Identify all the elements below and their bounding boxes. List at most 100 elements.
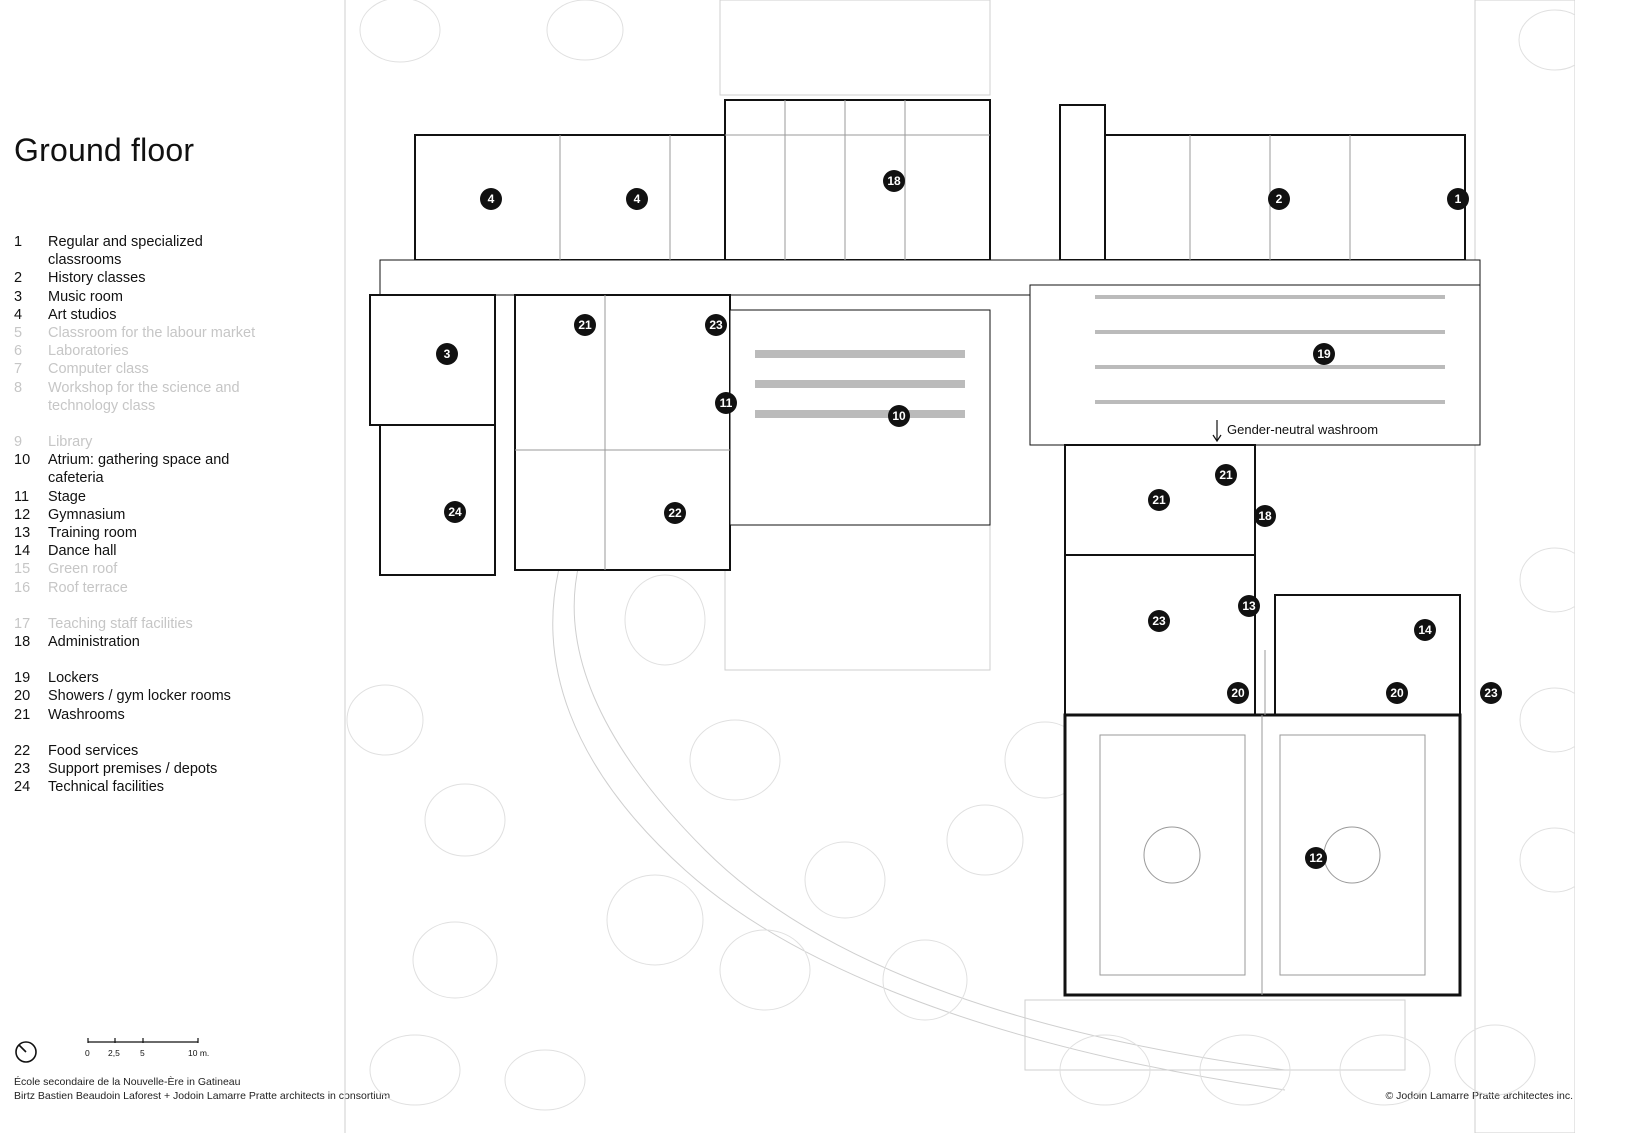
court-circle: [1143, 826, 1201, 884]
legend-item-number: 19: [14, 670, 31, 687]
tree: [346, 684, 424, 756]
room-tag-20: [1227, 682, 1249, 704]
room-tag-label: 23: [709, 318, 723, 332]
legend-item-number: 16: [14, 579, 31, 596]
legend-spacer: [14, 597, 276, 615]
tree: [1454, 1024, 1536, 1096]
legend-item-number: 7: [14, 361, 23, 378]
room-tag-3: [436, 343, 458, 365]
legend-item-number: 20: [14, 688, 31, 705]
legend-item-number: 1: [14, 234, 23, 250]
room-tag-label: 22: [668, 506, 682, 520]
legend-item: 4 Art studios: [14, 306, 276, 324]
tree: [1518, 9, 1575, 71]
room-tag-18: [1254, 505, 1276, 527]
room-tag-22: [664, 502, 686, 524]
legend-item: 7 Computer class: [14, 360, 276, 378]
legend-item: 8 Workshop for the science and technology…: [14, 379, 276, 415]
service-block: [379, 424, 496, 576]
legend-item-number: 17: [14, 615, 31, 632]
legend-item-number: 4: [14, 306, 23, 323]
legend-item-number: 6: [14, 343, 23, 360]
legend-item-number: 15: [14, 561, 31, 578]
room-tag-19: [1313, 343, 1335, 365]
legend-item: 1 Regular and specialized classrooms: [14, 233, 276, 269]
locker-row: [1095, 400, 1445, 404]
room-tag-4: [626, 188, 648, 210]
training-block: [1064, 554, 1256, 716]
legend-item-number: 23: [14, 761, 31, 778]
dance-block: [1274, 594, 1461, 716]
room-tag-2: [1268, 188, 1290, 210]
legend-item-label: Computer class: [48, 361, 149, 378]
legend-item-number: 22: [14, 742, 31, 759]
legend-item-label: Regular and specialized classrooms: [48, 234, 203, 269]
tree: [689, 719, 781, 801]
tree: [424, 783, 506, 857]
legend-item-number: 10: [14, 452, 31, 469]
legend-item-number: 2: [14, 270, 23, 287]
tree: [1199, 1034, 1291, 1106]
room-tag-1: [1447, 188, 1469, 210]
room-tag-label: 21: [578, 318, 592, 332]
legend-item-label: Administration: [48, 634, 140, 651]
legend-item-label: Workshop for the science and technology …: [48, 379, 240, 414]
legend-item-label: Dance hall: [48, 543, 117, 560]
locker-row: [1095, 295, 1445, 299]
legend-item-label: Washrooms: [48, 706, 125, 723]
tree: [946, 804, 1024, 876]
legend-item-label: Stage: [48, 488, 86, 505]
callout-arrowhead: [1212, 434, 1222, 443]
legend-item-label: Art studios: [48, 306, 117, 323]
site-plaza: [719, 0, 991, 96]
legend-item-label: Lockers: [48, 670, 99, 687]
legend-item-label: Library: [48, 434, 93, 451]
legend-item: 19 Lockers: [14, 669, 276, 687]
room-tag-label: 2: [1276, 192, 1283, 206]
room-tag-14: [1414, 619, 1436, 641]
site-plaza: [724, 519, 991, 671]
legend-spacer: [14, 724, 276, 742]
room-tag-label: 18: [1258, 509, 1272, 523]
locker-row: [1095, 365, 1445, 369]
gender-neutral-washroom-callout: Gender-neutral washroom: [1227, 422, 1378, 437]
legend-item-number: 14: [14, 543, 31, 560]
room-tag-label: 19: [1317, 347, 1331, 361]
site-path: [573, 519, 1286, 1071]
legend-item-label: Food services: [48, 742, 139, 759]
room-tag-20: [1386, 682, 1408, 704]
admin-block: [724, 99, 991, 261]
legend-item-number: 8: [14, 379, 23, 396]
legend-spacer: [14, 415, 276, 433]
legend-item-number: 13: [14, 525, 31, 542]
tree: [546, 0, 624, 61]
room-tag-13: [1238, 595, 1260, 617]
court: [1099, 734, 1246, 976]
room-tag-label: 23: [1152, 614, 1166, 628]
room-tag-21: [1148, 489, 1170, 511]
tree: [804, 841, 886, 919]
tree: [359, 0, 441, 63]
tree: [369, 1034, 461, 1106]
room-tag-label: 1: [1455, 192, 1462, 206]
legend-item-number: 24: [14, 779, 31, 796]
locker-row: [1095, 330, 1445, 334]
legend-item: 22 Food services: [14, 742, 276, 760]
room-tag-label: 24: [448, 505, 462, 519]
legend-item-number: 12: [14, 506, 31, 523]
legend-item-label: Gymnasium: [48, 506, 126, 523]
page-title: Ground floor: [14, 132, 195, 168]
tree: [1519, 827, 1575, 893]
legend-spacer: [14, 651, 276, 669]
